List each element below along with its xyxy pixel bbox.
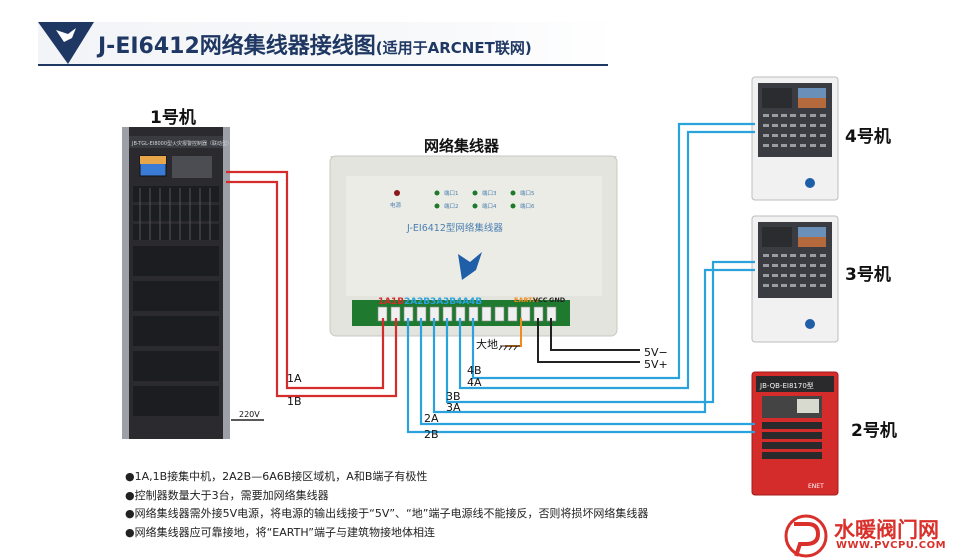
watermark-name: 水暖阀门网 [834, 518, 939, 542]
wire-label-4b: 4B [467, 364, 482, 377]
notes: ●1A,1B接集中机，2A2B—6A6B接区域机，A和B端子有极性 ●控制器数量… [125, 468, 648, 542]
machine-1-label: 1号机 [150, 108, 196, 128]
machine-3-panel [751, 215, 839, 343]
port-6-label: 端口6 [520, 202, 535, 210]
wire-label-1b: 1B [287, 395, 302, 408]
terminal-1b: 1B [391, 297, 404, 307]
machine-2-label: 2号机 [851, 421, 897, 441]
terminal-4a: 4A [456, 297, 469, 307]
watermark-url: WWW.PVCPU.COM [836, 540, 947, 551]
note-1: ●1A,1B接集中机，2A2B—6A6B接区域机，A和B端子有极性 [125, 470, 428, 483]
machine-1-cabinet: JB-TGL-EI8000型火灾报警控制器（联动型） [122, 127, 232, 439]
hub-label: 网络集线器 [424, 137, 500, 155]
voltage-220v-label: 220V [239, 410, 260, 419]
port-3-label: 端口3 [482, 189, 497, 197]
title-band [38, 22, 618, 64]
port-2-label: 端口2 [444, 202, 459, 210]
note-3: ●网络集线器需外接5V电源，将电源的输出线接于“5V”、“地”端子电源线不能接反… [125, 507, 649, 520]
port-5-label: 端口5 [520, 189, 535, 197]
terminal-3a: 3A [430, 297, 443, 307]
machine-4-label: 4号机 [845, 127, 891, 147]
wire-label-3b: 3B [446, 390, 461, 403]
wire-label-2a: 2A [424, 412, 439, 425]
note-2: ●控制器数量大于3台，需要加网络集线器 [125, 488, 329, 502]
port-4-label: 端口4 [482, 202, 497, 210]
ground-label: 大地 [476, 337, 498, 351]
wire-network-blue [406, 122, 755, 434]
watermark-logo-icon [784, 514, 828, 558]
title-underline [38, 64, 608, 66]
terminal-2a: 2A [404, 297, 417, 307]
note-4: ●网络集线器应可靠接地，将“EARTH”端子与建筑物接地体相连 [125, 525, 435, 539]
v5-plus-label: 5V+ [644, 358, 668, 371]
title-main: J-EI6412网络集线器接线图 [98, 34, 376, 59]
port-1-label: 端口1 [444, 189, 459, 197]
cabinet-label: JB-TGL-EI8000型火灾报警控制器（联动型） [131, 140, 232, 147]
power-led-icon [394, 190, 400, 196]
title-sub: (适用于ARCNET联网) [375, 39, 532, 57]
brand-label: ENET [808, 483, 824, 490]
machine-3-label: 3号机 [845, 265, 891, 285]
machine-4-panel [751, 76, 839, 201]
terminal-earth: EARTH [514, 296, 538, 304]
logo-icon [38, 22, 94, 64]
wire-1a-1b [226, 170, 398, 398]
terminal-vcc: VCC [533, 296, 548, 304]
network-hub: 电源 端口1 端口3 端口5 端口2 端口4 端口6 J-EI6412型网络集线… [329, 155, 618, 337]
terminal-3b: 3B [443, 297, 456, 307]
v5-minus-label: 5V− [644, 346, 668, 359]
wire-label-1a: 1A [287, 372, 302, 385]
panel2-label: JB-QB-EI8170型 [759, 381, 814, 390]
terminal-gnd: GND [549, 296, 566, 304]
wire-label-2b: 2B [424, 428, 439, 441]
hub-logo-icon [458, 252, 482, 280]
page-title: J-EI6412网络集线器接线图(适用于ARCNET联网) [98, 28, 532, 60]
terminal-2b: 2B [417, 297, 430, 307]
ground-icon [498, 345, 520, 351]
power-label: 电源 [390, 201, 402, 209]
terminal-1a: 1A [378, 297, 391, 307]
hub-model-label: J-EI6412型网络集线器 [406, 222, 503, 234]
terminal-4b: 4B [469, 297, 482, 307]
wire-label-3a: 3A [446, 401, 461, 414]
wire-label-4a: 4A [467, 376, 482, 389]
machine-2-panel: JB-QB-EI8170型 ENET [751, 371, 839, 496]
